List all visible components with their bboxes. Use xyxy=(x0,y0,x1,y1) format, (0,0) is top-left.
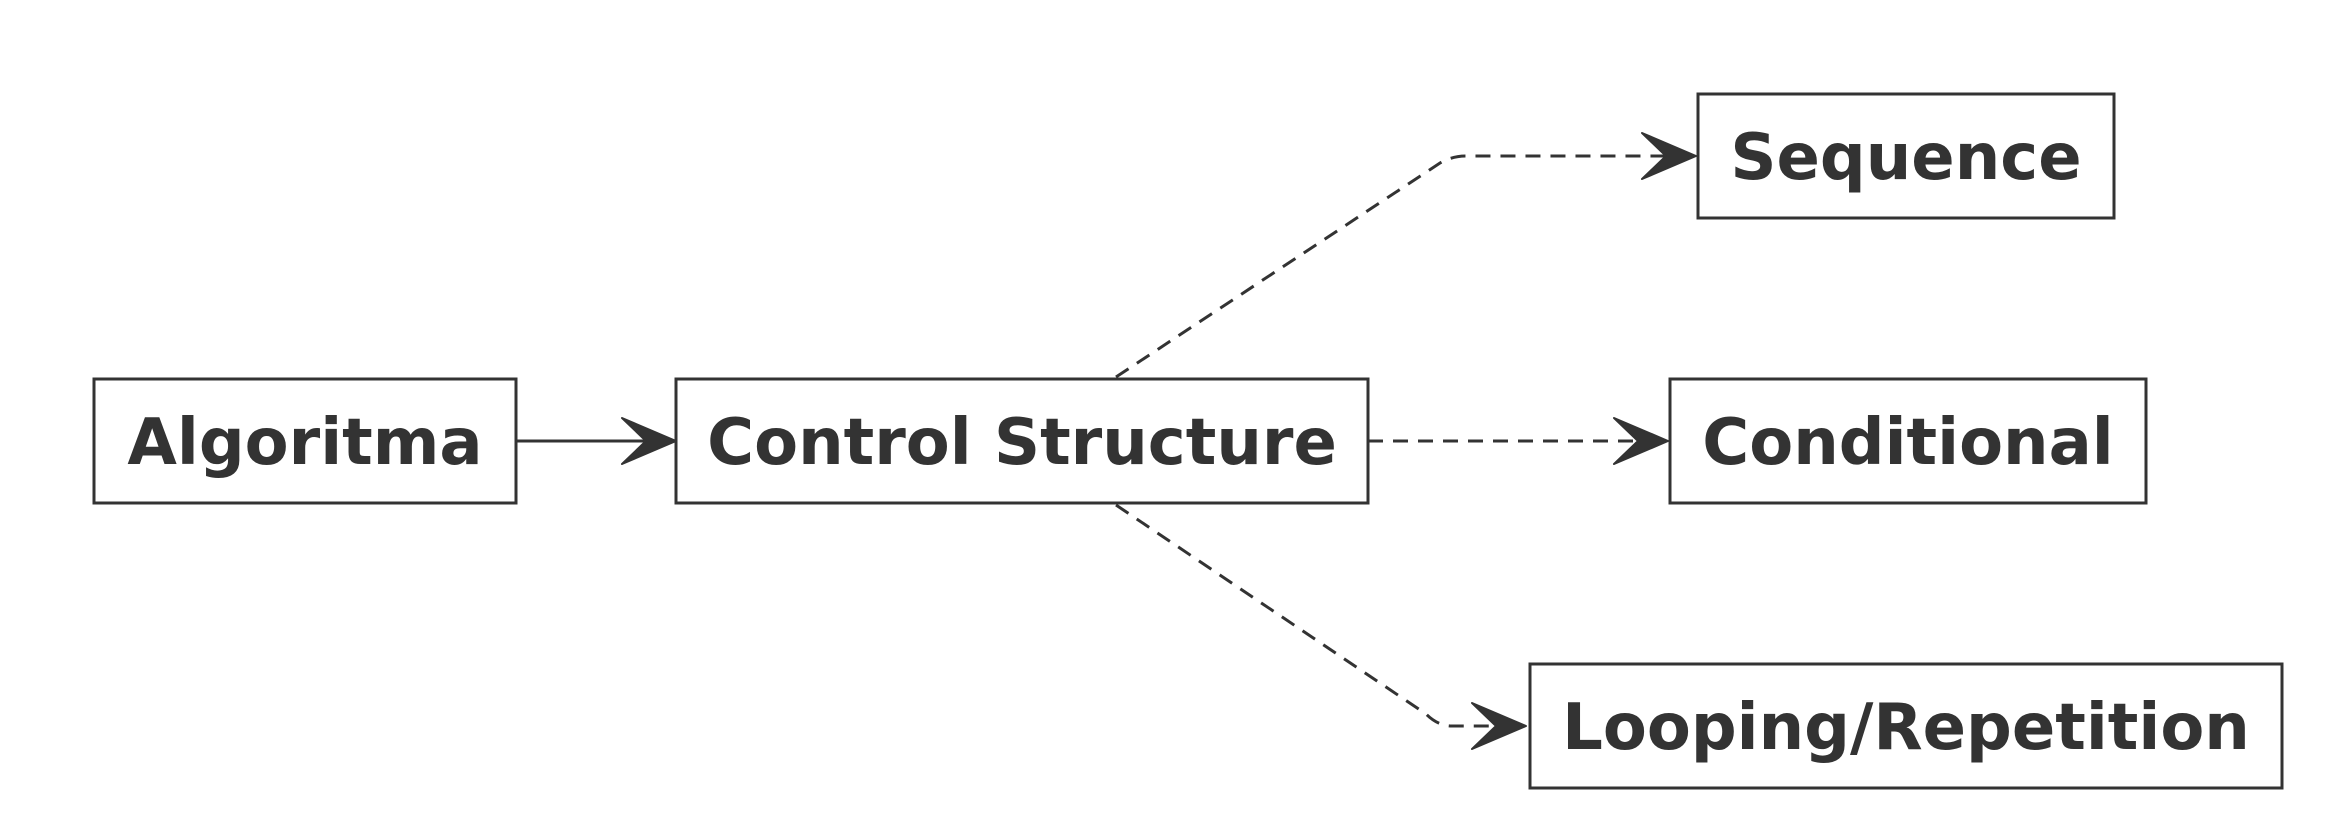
node-box xyxy=(1668,377,2148,505)
node-box xyxy=(1696,92,2116,220)
node-label-conditional: Conditional xyxy=(1702,406,2113,480)
node-box xyxy=(92,377,518,505)
edge-algoritma-to-control-structure xyxy=(516,417,677,465)
node-label-sequence: Sequence xyxy=(1730,121,2081,195)
node-control-structure: Control Structure xyxy=(674,377,1370,505)
arrowhead-icon xyxy=(1641,132,1697,180)
node-label-control-structure: Control Structure xyxy=(707,406,1337,480)
arrowhead-icon xyxy=(1471,702,1527,750)
edge-control-structure-to-looping xyxy=(1115,503,1527,750)
node-sequence: Sequence xyxy=(1696,92,2116,220)
node-conditional: Conditional xyxy=(1668,377,2148,505)
node-box xyxy=(1528,662,2284,790)
node-box xyxy=(674,377,1370,505)
node-label-algoritma: Algoritma xyxy=(127,406,482,480)
node-looping-repetition: Looping/Repetition xyxy=(1528,662,2284,790)
edge-line xyxy=(1115,154,1680,379)
arrowhead-icon xyxy=(1613,417,1669,465)
edges xyxy=(516,132,1697,750)
edge-control-structure-to-conditional xyxy=(1368,417,1669,465)
node-label-looping-repetition: Looping/Repetition xyxy=(1562,691,2250,765)
node-algoritma: Algoritma xyxy=(92,377,518,505)
edge-control-structure-to-sequence xyxy=(1115,132,1697,379)
arrowhead-icon xyxy=(621,417,677,465)
edge-line xyxy=(1115,503,1510,728)
